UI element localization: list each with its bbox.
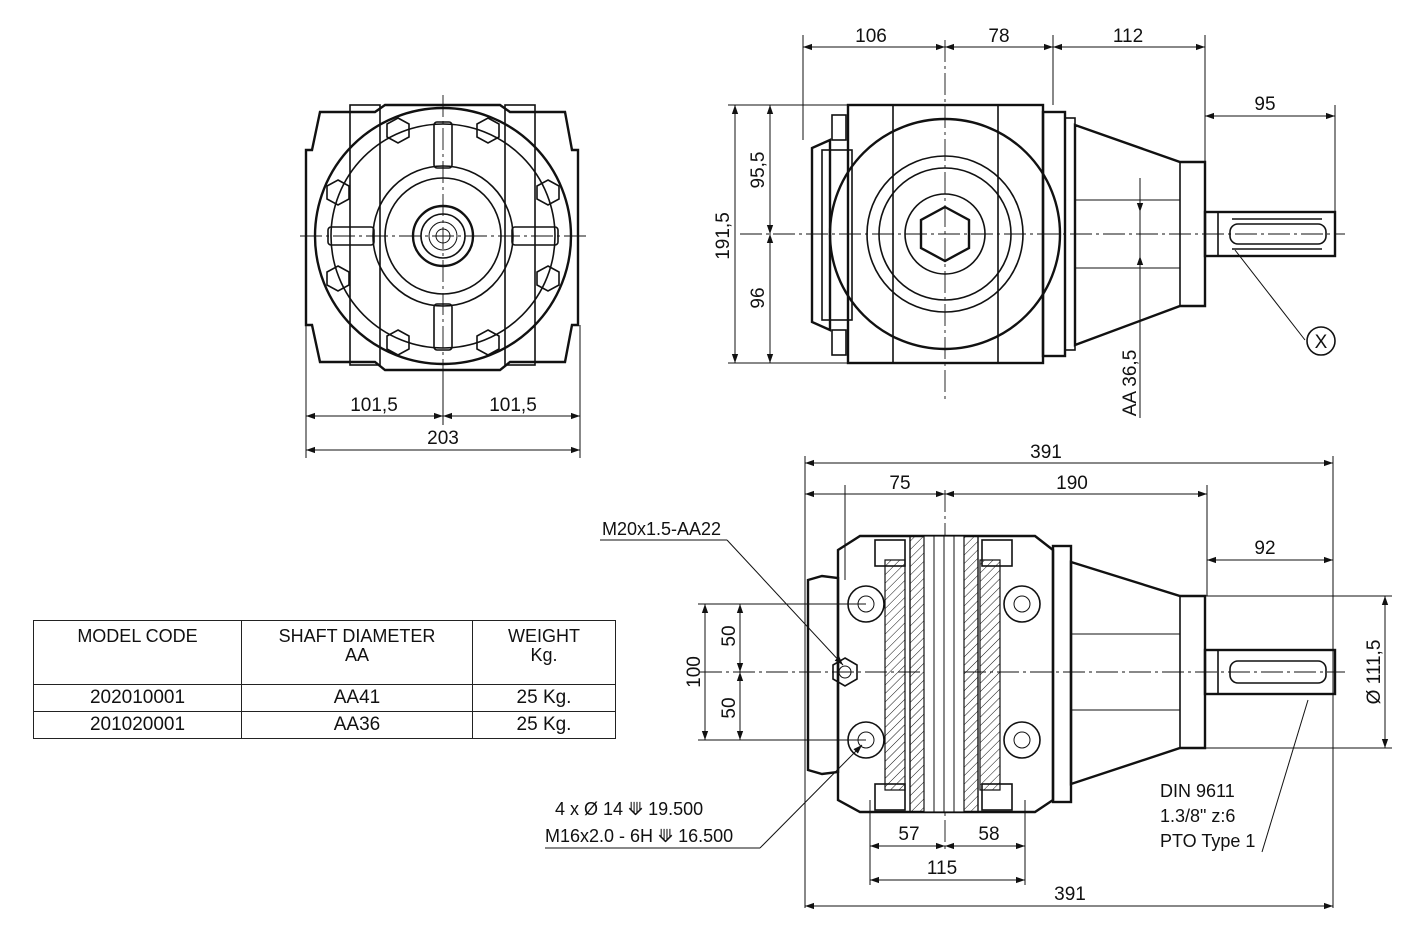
- dim-bottom-58: 58: [978, 824, 999, 845]
- note-holes-2: M16x2.0 - 6H ⟱ 16.500: [545, 826, 733, 846]
- note-holes-1: 4 x Ø 14 ⟱ 19.500: [555, 799, 703, 819]
- dim-side-shaft: AA 36,5: [1120, 350, 1141, 417]
- dim-side-106: 106: [855, 26, 887, 47]
- dim-bottom-50a: 50: [719, 625, 740, 646]
- header-weight: WEIGHT Kg.: [472, 620, 616, 685]
- cell-shaft-diameter: AA41: [241, 684, 473, 712]
- dim-bottom-75: 75: [889, 473, 910, 494]
- dim-bottom-92: 92: [1254, 538, 1275, 559]
- dim-side-96: 96: [748, 287, 769, 308]
- dim-bottom-57: 57: [898, 824, 919, 845]
- cell-weight: 25 Kg.: [472, 684, 616, 712]
- dim-front-total: 203: [427, 428, 459, 449]
- cell-model-code: 201020001: [33, 711, 242, 739]
- spec-table: MODEL CODE SHAFT DIAMETER AA WEIGHT Kg. …: [33, 620, 616, 739]
- dim-bottom-391-bottom: 391: [1054, 884, 1086, 905]
- detail-x-label: X: [1315, 332, 1328, 353]
- cell-model-code: 202010001: [33, 684, 242, 712]
- dim-side-191-5: 191,5: [713, 212, 734, 260]
- side-view: X 106 78 112 95 191,5 95,5 96 AA 36,5: [713, 26, 1345, 418]
- dim-bottom-190: 190: [1056, 473, 1088, 494]
- table-row: 201020001 AA36 25 Kg.: [33, 711, 616, 739]
- note-din-1: DIN 9611: [1160, 781, 1235, 801]
- dim-side-95-5: 95,5: [748, 152, 769, 189]
- spec-table-header: MODEL CODE SHAFT DIAMETER AA WEIGHT Kg.: [33, 620, 616, 685]
- section-view: 391 75 190 92 100 50 50 Ø 111,5 57 58 11…: [545, 442, 1392, 910]
- dim-side-78: 78: [988, 26, 1009, 47]
- cell-weight: 25 Kg.: [472, 711, 616, 739]
- dim-front-left: 101,5: [350, 395, 398, 416]
- dim-bottom-391-top: 391: [1030, 442, 1062, 463]
- note-din-3: PTO Type 1: [1160, 831, 1255, 851]
- dim-bottom-115: 115: [927, 858, 957, 879]
- note-thread-top: M20x1.5-AA22: [602, 519, 721, 539]
- dim-side-95: 95: [1254, 94, 1275, 115]
- cell-shaft-diameter: AA36: [241, 711, 473, 739]
- header-shaft-diameter: SHAFT DIAMETER AA: [241, 620, 473, 685]
- table-row: 202010001 AA41 25 Kg.: [33, 684, 616, 712]
- dim-bottom-100: 100: [684, 656, 705, 688]
- dim-bottom-50b: 50: [719, 697, 740, 718]
- dim-front-right: 101,5: [489, 395, 537, 416]
- header-model-code: MODEL CODE: [33, 620, 242, 685]
- dim-bottom-diameter: Ø 111,5: [1364, 640, 1385, 705]
- note-din-2: 1.3/8" z:6: [1160, 806, 1235, 826]
- front-view: 101,5 101,5 203: [300, 95, 588, 458]
- dim-side-112: 112: [1113, 26, 1143, 47]
